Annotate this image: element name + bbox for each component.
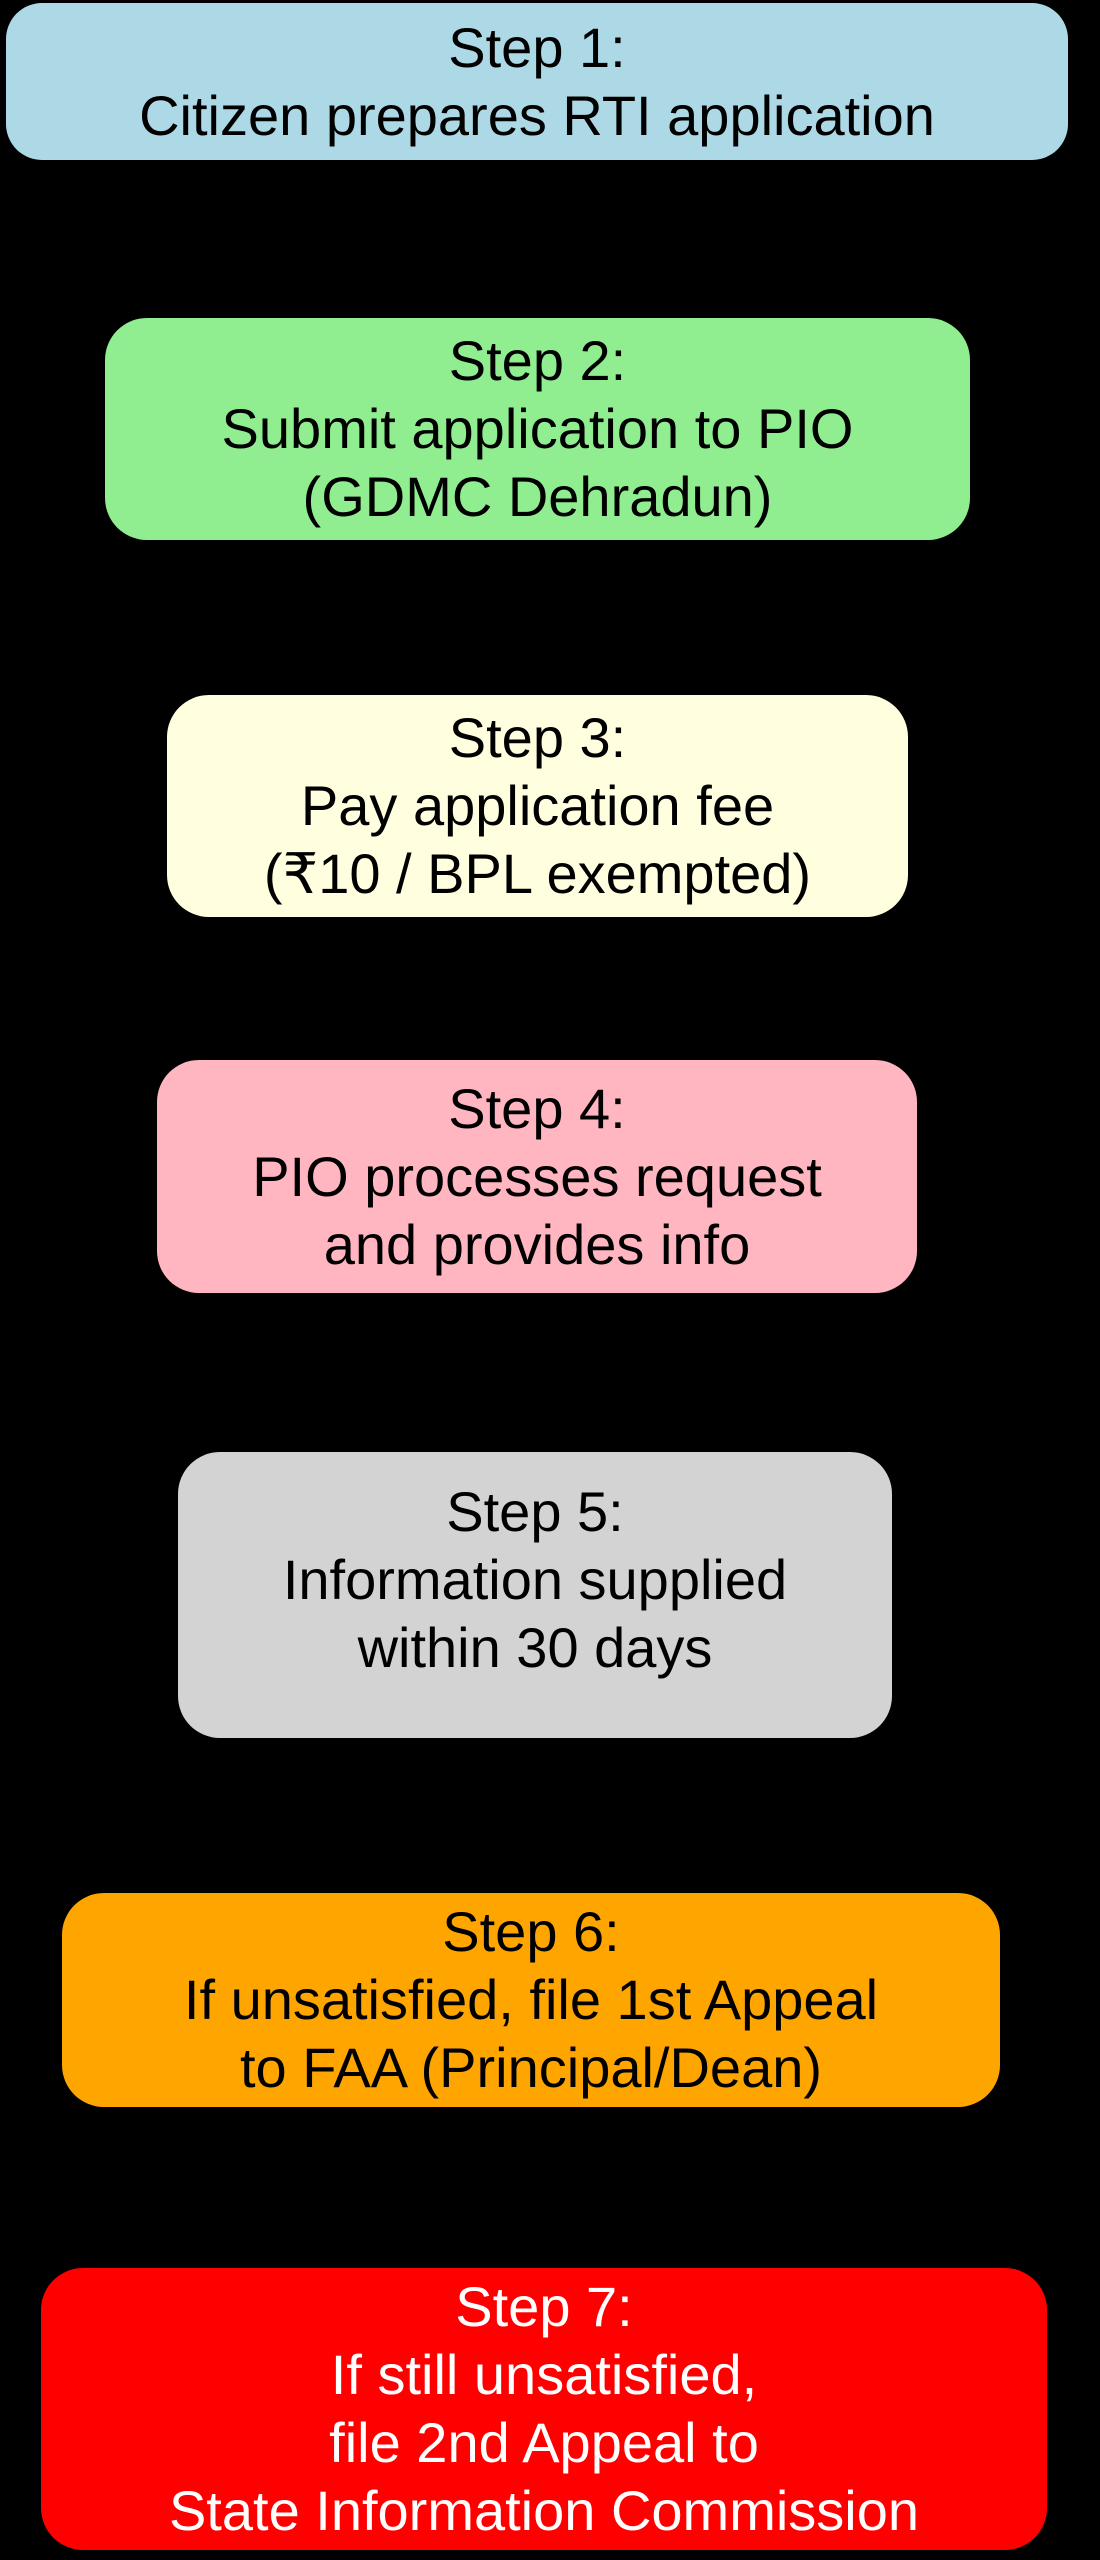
step-4-title: Step 4: [448,1076,626,1140]
step-2-description: Submit application to PIO [221,397,854,460]
step-7-box: Step 7: If still unsatisfied, file 2nd A… [41,2268,1047,2550]
step-2-description: (GDMC Dehradun) [302,465,773,528]
step-1-title: Step 1: [448,15,626,79]
step-4-box: Step 4: PIO processes request and provid… [157,1060,917,1293]
step-5-description: within 30 days [357,1616,713,1679]
step-6-description: If unsatisfied, file 1st Appeal [183,1968,879,2031]
step-4-description: and provides info [323,1212,751,1276]
step-1-description: Citizen prepares RTI application [139,83,935,147]
step-3-description: Pay application fee [300,774,775,837]
step-7-description: file 2nd Appeal to [329,2411,759,2474]
step-3-title: Step 3: [448,706,627,769]
step-1-box: Step 1: Citizen prepares RTI application [6,3,1068,160]
step-7-description: If still unsatisfied, [330,2343,758,2406]
step-5-description: Information supplied [282,1548,788,1611]
step-3-description: (₹10 / BPL exempted) [263,842,812,905]
step-4-description: PIO processes request [252,1144,822,1208]
step-2-title: Step 2: [448,329,627,392]
step-5-box: Step 5: Information supplied within 30 d… [178,1452,892,1738]
step-6-description: to FAA (Principal/Dean) [239,2036,823,2099]
step-7-title: Step 7: [455,2275,633,2338]
step-5-title: Step 5: [446,1480,624,1543]
step-7-description: State Information Commission [168,2479,920,2542]
step-2-box: Step 2: Submit application to PIO (GDMC … [105,318,970,540]
step-6-box: Step 6: If unsatisfied, file 1st Appeal … [62,1893,1000,2107]
step-3-box: Step 3: Pay application fee (₹10 / BPL e… [167,695,908,917]
step-6-title: Step 6: [442,1900,620,1963]
